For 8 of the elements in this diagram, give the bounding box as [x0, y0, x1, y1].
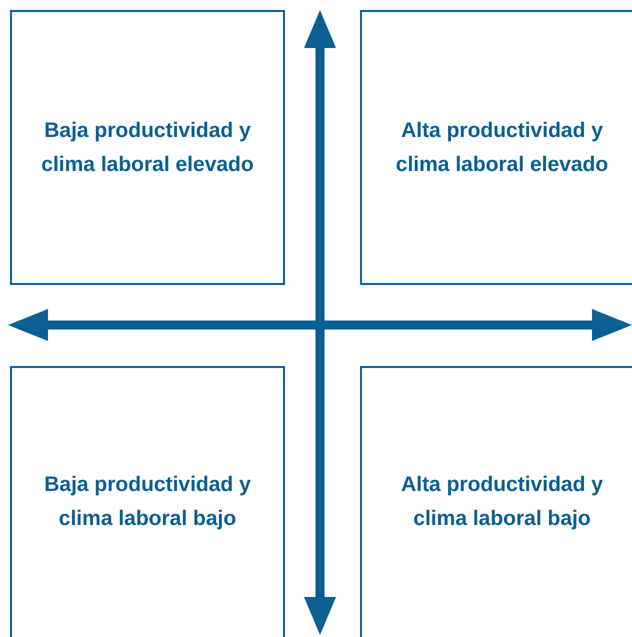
quadrant-box — [10, 10, 285, 285]
quadrant-label: Alta productividad y clima laboral bajo — [400, 472, 604, 532]
quadrant-box — [10, 366, 285, 637]
quadrant-label: Baja productividad y clima laboral elevado — [40, 118, 255, 178]
quadrant-label: Baja productividad y clima laboral bajo — [43, 472, 252, 532]
quadrant-box — [360, 366, 632, 637]
quadrant-label: Alta productividad y clima laboral elevado — [394, 118, 610, 178]
quadrant-box — [360, 10, 632, 285]
